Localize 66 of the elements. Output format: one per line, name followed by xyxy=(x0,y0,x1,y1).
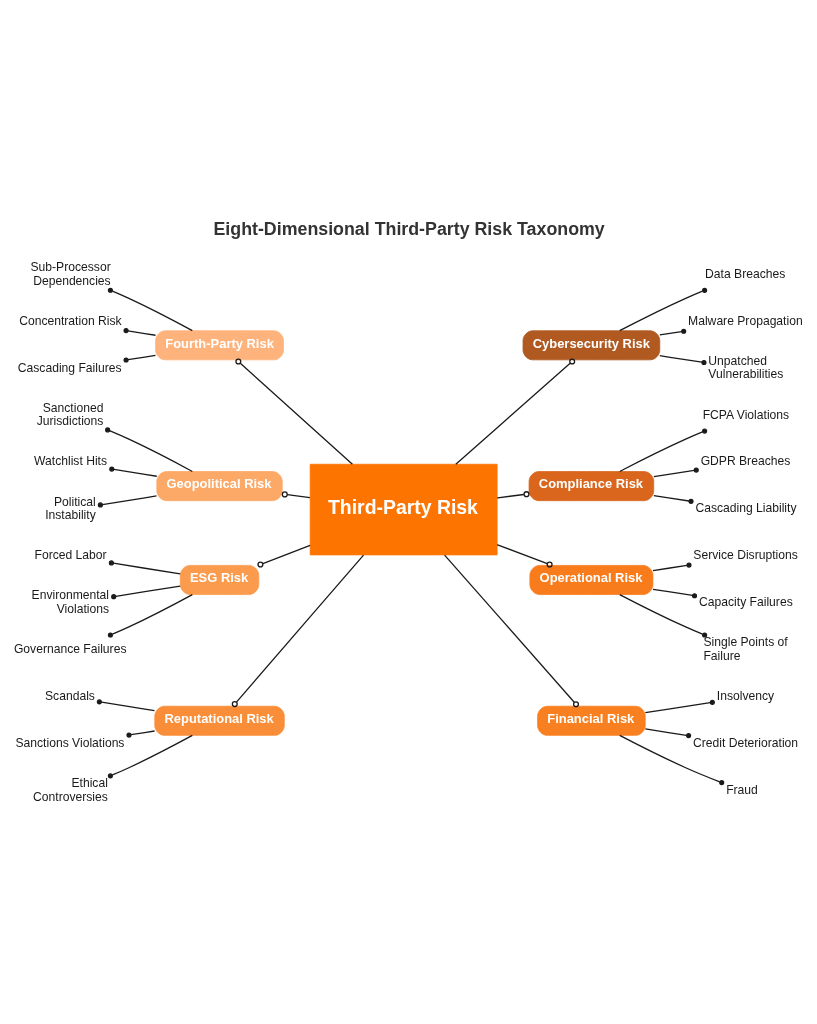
connector xyxy=(619,734,725,786)
connector xyxy=(659,355,707,366)
node-box: Financial Risk xyxy=(537,705,646,736)
node-text: Ethical Controversies xyxy=(33,776,108,804)
node-text: Cascading Failures xyxy=(17,360,122,375)
node-text: Capacity Failures xyxy=(699,595,793,610)
node-text: Sanctions Violations xyxy=(15,736,125,751)
connector xyxy=(97,495,158,508)
node-text: Unpatched Vulnerabilities xyxy=(708,353,784,382)
node-text: Malware Propagation xyxy=(688,313,803,328)
node-box: Cybersecurity Risk xyxy=(522,330,661,361)
node-box: Reputational Risk xyxy=(154,705,285,736)
connector xyxy=(443,554,580,708)
node-box: Geopolitical Risk xyxy=(156,471,283,502)
node-text: Fraud xyxy=(726,783,758,798)
connector xyxy=(496,491,530,499)
connector xyxy=(652,588,698,599)
connector xyxy=(653,494,694,504)
node-text: Concentration Risk xyxy=(19,313,122,328)
connector xyxy=(496,544,553,568)
node-text: Forced Labor xyxy=(34,548,107,563)
connector xyxy=(123,354,157,363)
connector xyxy=(619,428,708,473)
node-text: Sanctioned Jurisdictions xyxy=(36,400,104,429)
connector xyxy=(123,328,157,336)
node-box: Fourth-Party Risk xyxy=(155,330,284,361)
node-text: Watchlist Hits xyxy=(34,454,108,469)
connector xyxy=(109,466,158,477)
connector xyxy=(455,358,576,465)
connector xyxy=(235,358,354,465)
node-text: Governance Failures xyxy=(13,642,127,657)
connector xyxy=(659,328,687,336)
node-box: Compliance Risk xyxy=(528,471,655,502)
connector xyxy=(111,585,181,600)
connector xyxy=(96,699,156,712)
node-text: Insolvency xyxy=(716,689,775,704)
node-text: Data Breaches xyxy=(705,266,786,281)
connector xyxy=(619,287,708,332)
node-box: ESG Risk xyxy=(179,565,260,595)
connector xyxy=(107,594,193,638)
node-box: Operational Risk xyxy=(529,565,654,595)
node-text: Environmental Violations xyxy=(31,588,110,617)
connector xyxy=(108,560,181,575)
node-text: GDPR Breaches xyxy=(700,454,791,469)
connector xyxy=(107,734,193,779)
connector xyxy=(652,562,692,572)
diagram-title: Eight-Dimensional Third-Party Risk Taxonomy xyxy=(213,218,605,239)
node-text: Cascading Liability xyxy=(695,501,797,516)
node-text: FCPA Violations xyxy=(702,407,790,422)
connector xyxy=(105,427,193,473)
connector xyxy=(619,593,708,638)
node-text: Credit Deterioration xyxy=(692,736,799,751)
node-text: Sub-Processor Dependencies xyxy=(30,259,111,288)
connector xyxy=(653,467,699,478)
connector xyxy=(126,730,156,738)
connector xyxy=(281,491,311,499)
connector xyxy=(107,287,193,332)
connector xyxy=(257,544,311,568)
connector xyxy=(231,554,365,708)
node-text: Service Disruptions xyxy=(693,548,798,563)
connector xyxy=(644,699,715,714)
node-box: Third-Party Risk xyxy=(309,463,498,556)
connector xyxy=(644,728,692,739)
node-text: Single Points of Failure xyxy=(703,635,788,664)
node-text: Scandals xyxy=(45,689,95,704)
node-text: Political Instability xyxy=(45,494,96,523)
